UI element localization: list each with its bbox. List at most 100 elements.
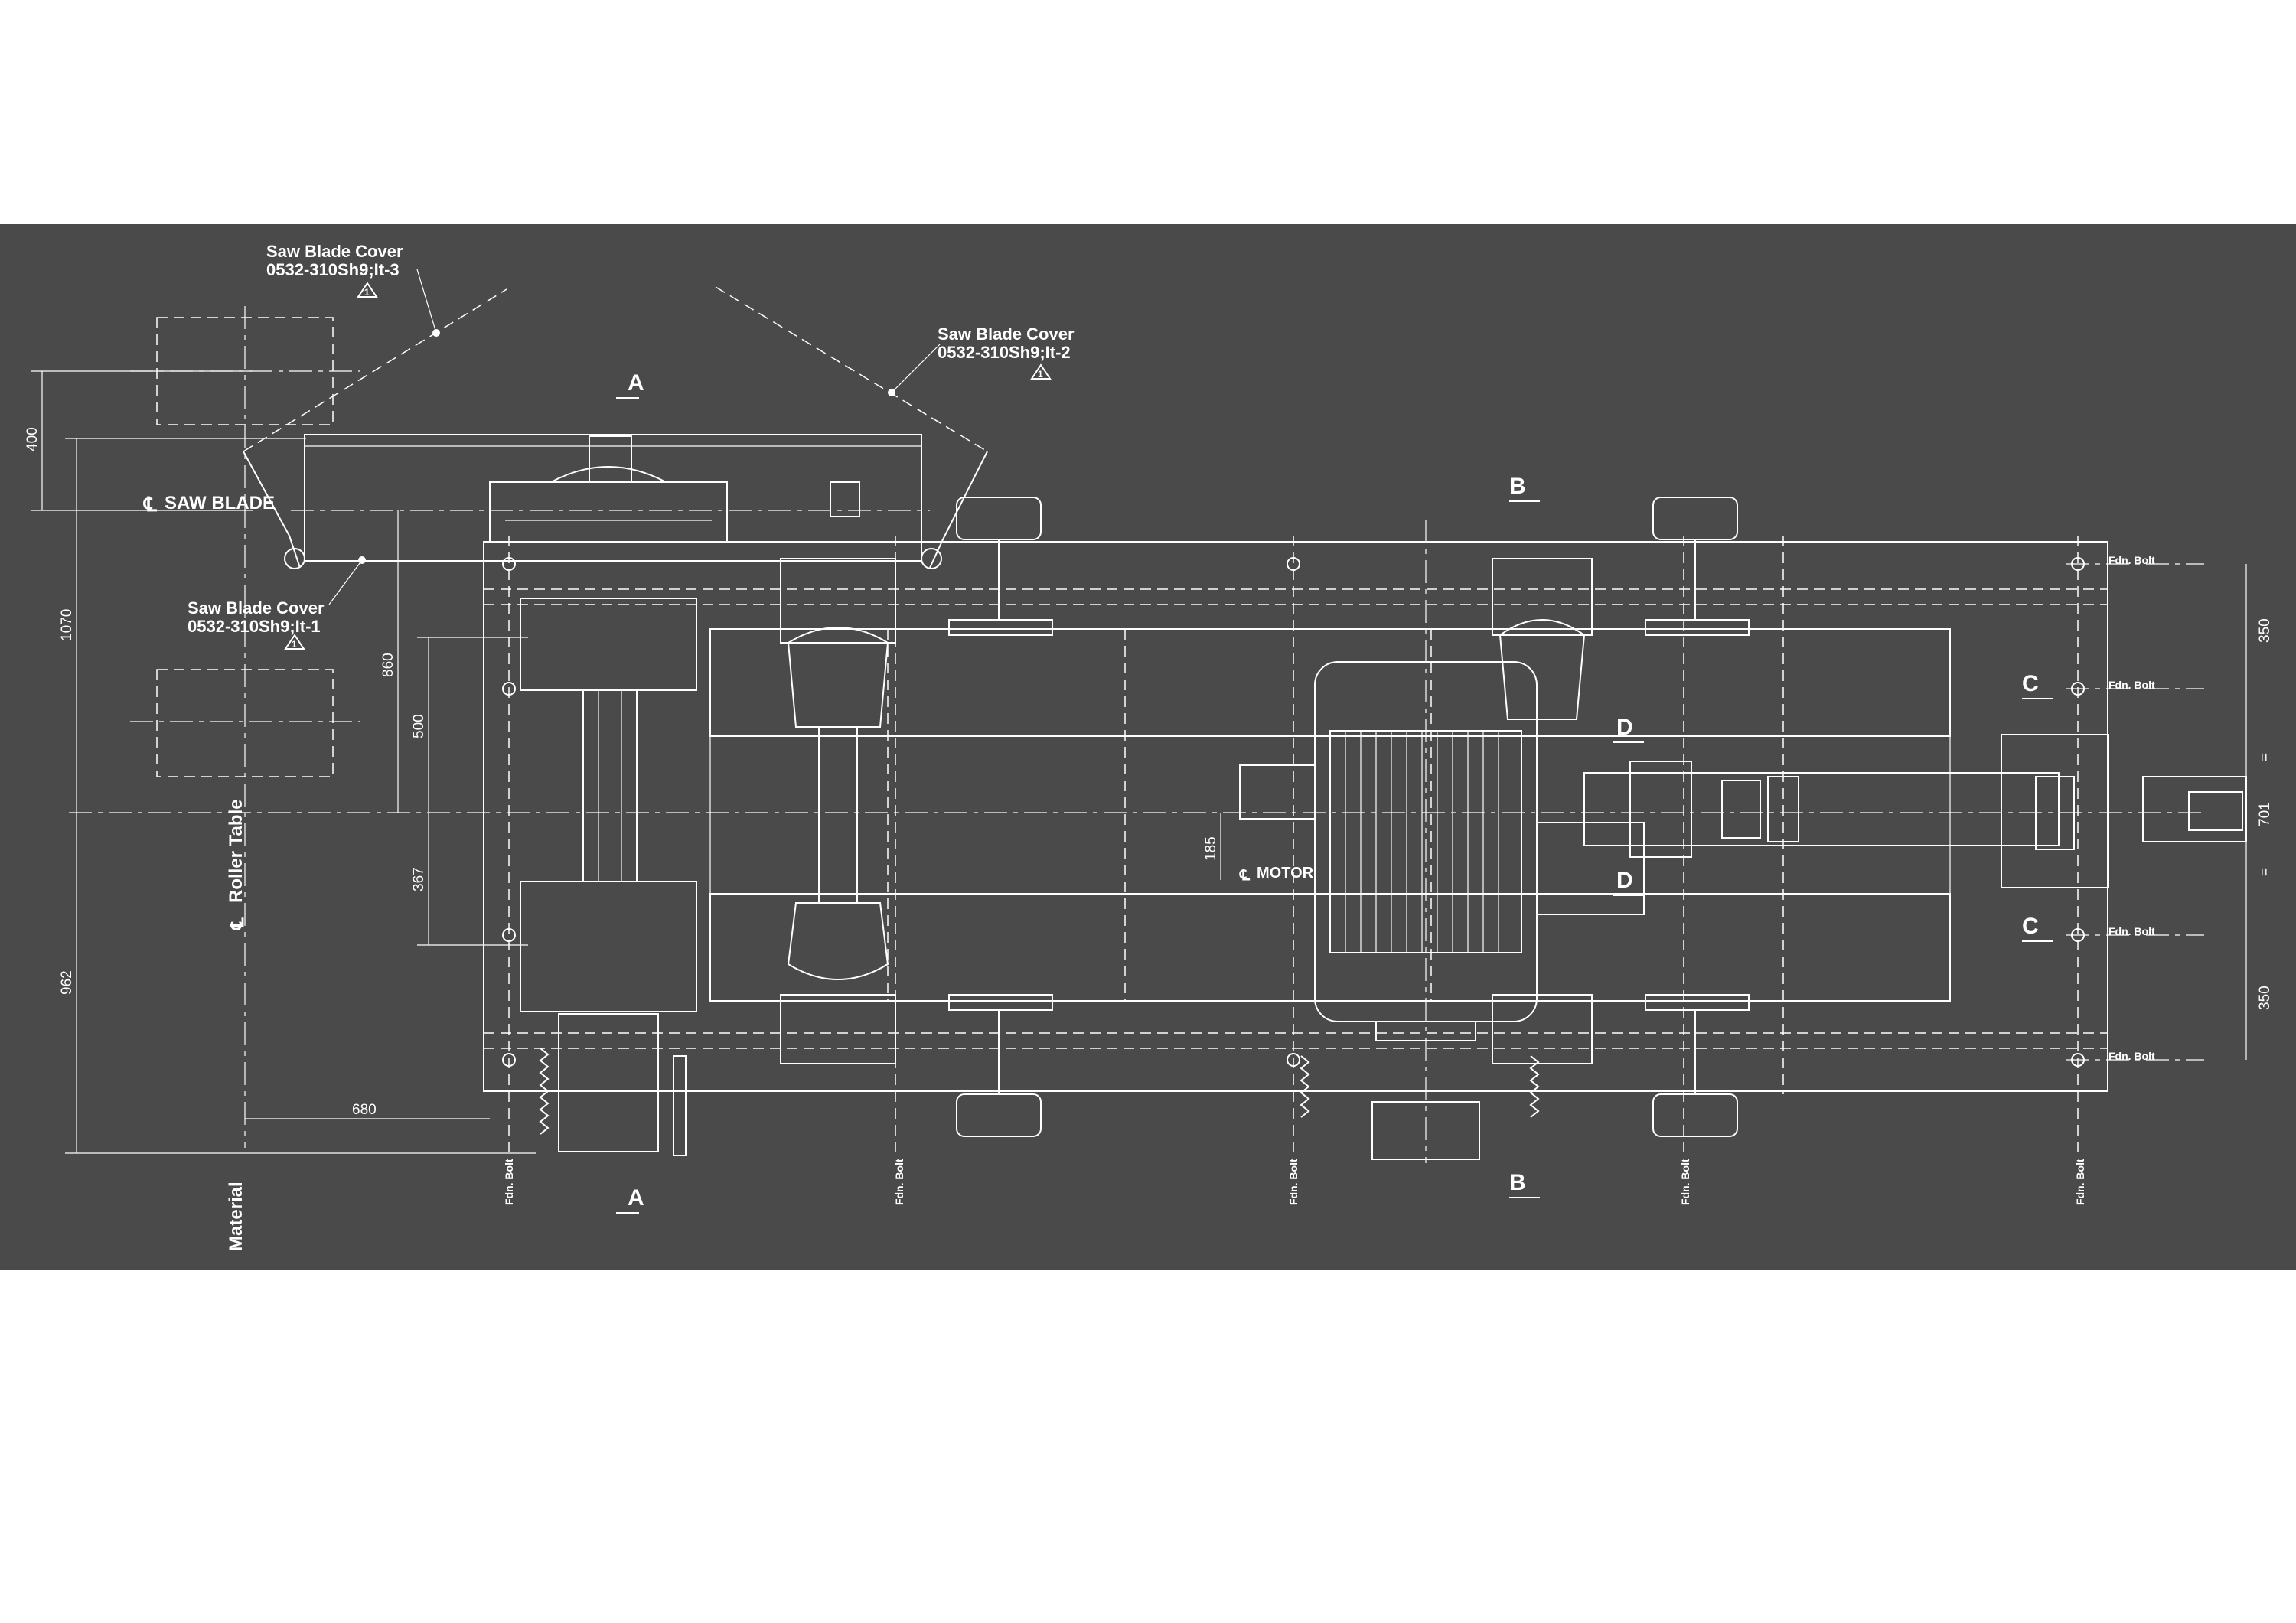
- clamp-bot-1: [948, 994, 1053, 1011]
- dim-eq-upper: =: [2257, 753, 2273, 761]
- fdn-bolt-centerlines: [508, 536, 2204, 1155]
- b-lower-block: [1492, 994, 1593, 1064]
- revision-triangle-1: 1: [284, 634, 305, 650]
- dim-500: 500: [411, 714, 427, 738]
- clamp-top-1: [948, 619, 1053, 636]
- arbor-gearbox-dome: [550, 466, 667, 483]
- revision-triangle-2: 1: [1030, 363, 1052, 380]
- cover-hinge-right: [921, 548, 942, 569]
- section-b-top: B: [1509, 474, 1526, 499]
- second-lower-block: [780, 994, 896, 1064]
- cover-2-ref: 0532-310Sh9;It-2: [938, 343, 1071, 362]
- dim-680: 680: [352, 1102, 377, 1118]
- roller-table-label: Roller Table: [226, 799, 246, 903]
- cover-hinge-left: [284, 548, 305, 569]
- dim-1070: 1070: [59, 609, 75, 641]
- second-shaft-column: [780, 558, 896, 1064]
- second-lower-bearing: [787, 902, 889, 980]
- fdn-bolt-bottom-1: Fdn. Bolt: [503, 1159, 515, 1205]
- cover-3-left-line: [243, 288, 507, 452]
- cover-2-right-line: [715, 286, 988, 452]
- b-upper-block: [1492, 558, 1593, 636]
- dim-400: 400: [24, 427, 41, 451]
- cover-1-ref: 0532-310Sh9;It-1: [188, 617, 321, 636]
- foundation-pads: [948, 497, 1750, 1137]
- dim-367: 367: [411, 867, 427, 891]
- revision-mark-3: 1: [364, 287, 370, 298]
- section-a-bottom: A: [628, 1185, 644, 1211]
- leader-cover-3: [416, 269, 437, 334]
- arbor-nut: [589, 435, 632, 483]
- bolt-marks: [502, 557, 2085, 1067]
- roller-table-cl-symbol: ℄: [227, 917, 248, 930]
- fdn-bolt-right-3: Fdn. Bolt: [2108, 925, 2155, 937]
- arbor-gearbox-body: [489, 481, 728, 543]
- pad-top-2: [1652, 497, 1738, 540]
- motor-terminal-box: [1536, 822, 1645, 915]
- fdn-bolt-bottom-3: Fdn. Bolt: [1287, 1159, 1300, 1205]
- coupling-3: [1767, 776, 1799, 842]
- dim-701: 701: [2257, 802, 2273, 826]
- fdn-bolt-right-4: Fdn. Bolt: [2108, 1050, 2155, 1062]
- saw-blade-cl-symbol: ℄: [143, 493, 158, 516]
- coupling-1: [1629, 761, 1692, 858]
- fdn-bolt-bottom-2: Fdn. Bolt: [893, 1159, 905, 1205]
- main-frame: [69, 536, 2204, 1094]
- leader-cover-1: [328, 559, 363, 605]
- motor-foot-left: [1239, 764, 1316, 820]
- upper-beam: [709, 628, 1951, 737]
- cover-left-lower: [243, 451, 301, 569]
- drawing-panel: [0, 224, 2296, 1270]
- dim-350-bottom: 350: [2257, 986, 2273, 1010]
- motor-fan-cowl: [1375, 1021, 1476, 1041]
- section-b-bottom: B: [1509, 1170, 1526, 1195]
- second-upper-block: [780, 558, 896, 644]
- c-bearing-housing: [2001, 734, 2109, 888]
- cover-2-title: Saw Blade Cover: [938, 324, 1075, 344]
- base-frame-outline: [483, 541, 2108, 1092]
- blade-clamp-block: [830, 481, 860, 517]
- motor-cl-symbol: ℄: [1239, 867, 1251, 884]
- gear-shaft-right: [673, 1055, 687, 1156]
- motor: [1239, 520, 1645, 1163]
- motor-left-pulley-teeth: [1300, 1055, 1310, 1118]
- section-a-top: A: [628, 370, 644, 396]
- motor-cooling-fins: [1345, 731, 1499, 953]
- second-upper-bearing: [787, 627, 889, 728]
- dimension-lines: [31, 370, 2247, 1154]
- dim-185: 185: [1203, 836, 1219, 861]
- b-upper-bearing: [1499, 619, 1586, 720]
- dim-860: 860: [380, 653, 396, 677]
- section-c-bottom: C: [2022, 914, 2039, 939]
- output-shaft-body: [1583, 772, 2060, 846]
- clamp-top-2: [1645, 619, 1750, 636]
- shaft-end-coupling: [2142, 776, 2247, 842]
- saw-blade-cl-label: SAW BLADE: [165, 493, 275, 513]
- revision-mark-2: 1: [1038, 369, 1043, 380]
- pad-top-1: [956, 497, 1042, 540]
- drive-shaft: [582, 689, 638, 882]
- coupling-2: [1721, 780, 1761, 839]
- revision-triangle-3: 1: [357, 282, 378, 298]
- c-bearing-core: [2035, 776, 2075, 850]
- material-label: Material: [226, 1181, 246, 1251]
- dim-350-top: 350: [2257, 618, 2273, 643]
- section-c-top: C: [2022, 671, 2039, 696]
- left-drive-column: [520, 598, 697, 1156]
- saw-blade-cover-group: [243, 269, 988, 605]
- cover-3-ref: 0532-310Sh9;It-3: [266, 260, 400, 279]
- clamp-bot-2: [1645, 994, 1750, 1011]
- saw-arbor-gearbox: [489, 435, 860, 543]
- cover-3-title: Saw Blade Cover: [266, 242, 403, 261]
- fdn-bolt-labels: Fdn. Bolt Fdn. Bolt Fdn. Bolt Fdn. Bolt …: [503, 554, 2155, 1205]
- lower-gear-stack: [558, 1013, 659, 1152]
- motor-base-block: [1371, 1101, 1480, 1160]
- section-marks: A A B B C C D D: [616, 370, 2053, 1214]
- fdn-bolt-right-1: Fdn. Bolt: [2108, 554, 2155, 566]
- b-section-bearing: [1492, 558, 1593, 1064]
- dim-962: 962: [59, 970, 75, 995]
- section-d-bottom: D: [1616, 868, 1633, 893]
- cover-right-lower: [929, 451, 988, 569]
- motor-cl-label: MOTOR: [1257, 865, 1314, 882]
